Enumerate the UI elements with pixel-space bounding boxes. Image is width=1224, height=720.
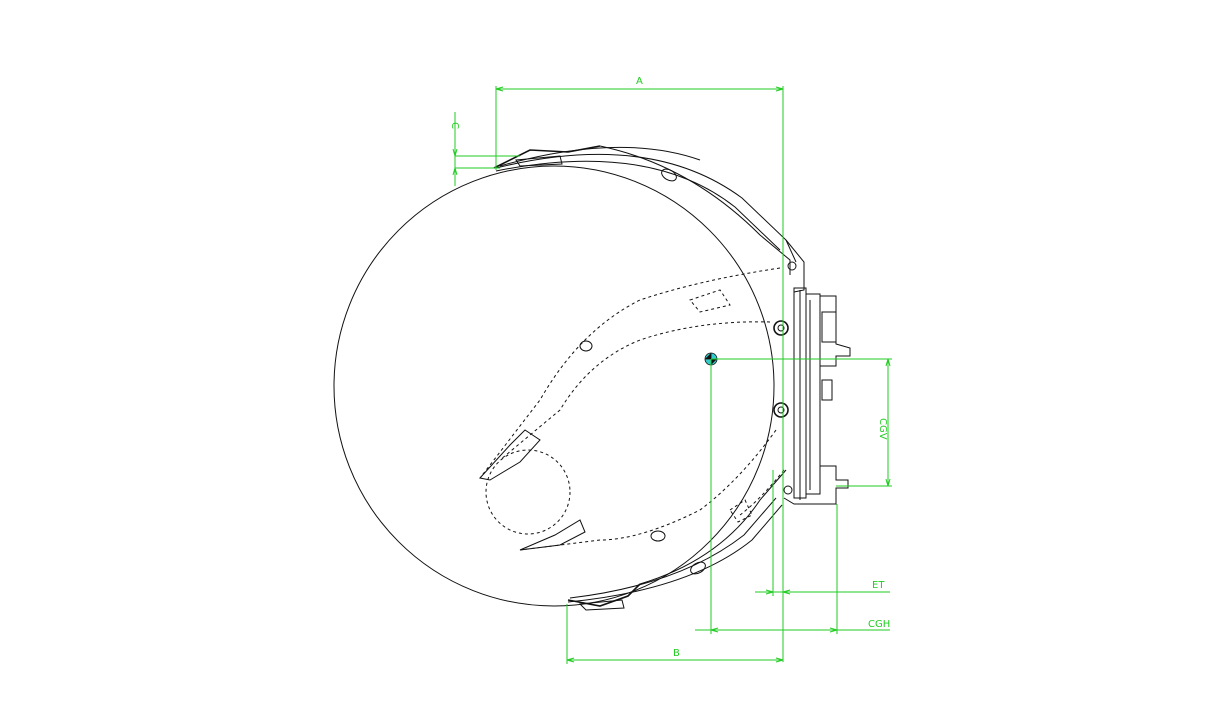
small-roll-dashed — [485, 449, 571, 535]
pivot-upper — [773, 320, 789, 336]
roll-load-circle — [333, 165, 775, 607]
upper-clamp-arm — [493, 145, 797, 275]
pad-lower-2 — [690, 561, 706, 575]
dimension-b-label: B — [673, 648, 680, 659]
pivot-lower — [773, 402, 789, 418]
dashed-lower-arm — [519, 429, 785, 551]
dashed-upper-arm — [479, 267, 781, 481]
pad-lower-1 — [650, 530, 666, 542]
dimension-cgh-label: CGH — [868, 619, 890, 630]
dimension-a-label: A — [636, 76, 643, 87]
dimension-et: ET — [755, 470, 890, 596]
dimension-cgh: CGH — [695, 359, 890, 634]
pivot-top — [787, 261, 797, 271]
pad-upper-2 — [579, 340, 593, 352]
lower-clamp-arm — [567, 469, 787, 611]
dimension-c-label: C — [449, 122, 460, 129]
pad-upper-1 — [661, 168, 677, 182]
dimension-b: B — [566, 604, 784, 664]
dimension-cgv: CGV — [711, 358, 892, 487]
pivot-bottom — [783, 485, 793, 495]
dimension-cgv-label: CGV — [877, 418, 888, 440]
carriage-frame — [783, 239, 851, 505]
dimension-c: C — [449, 112, 520, 186]
dimension-et-label: ET — [872, 580, 885, 591]
